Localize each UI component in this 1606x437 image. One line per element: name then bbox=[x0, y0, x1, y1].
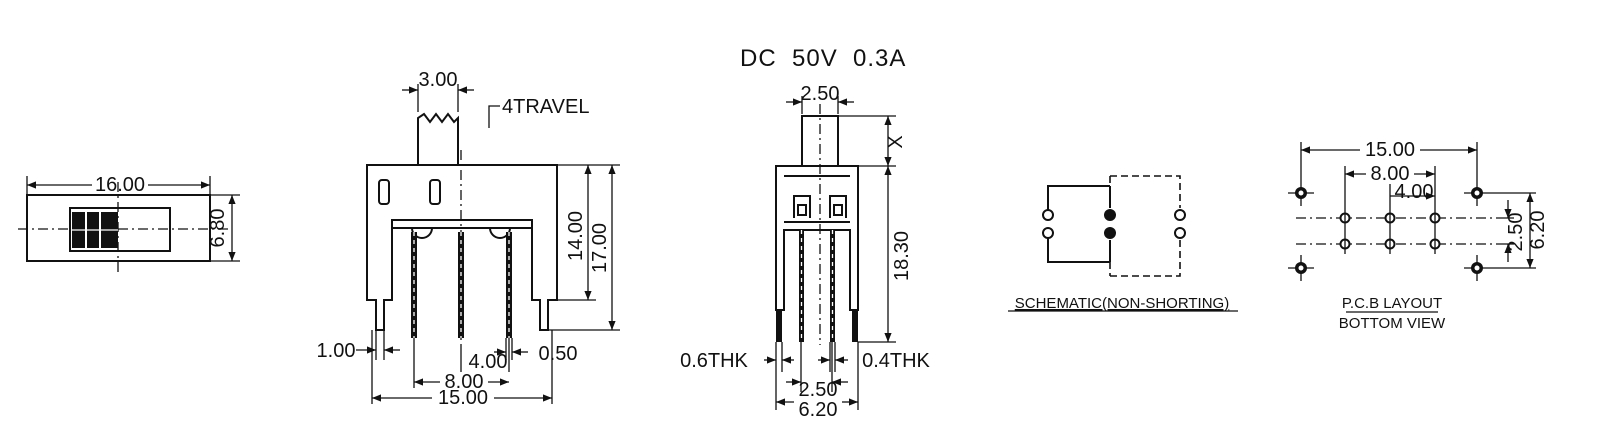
front-view-body bbox=[366, 164, 558, 331]
front-view-height-body: 14.00 bbox=[565, 211, 587, 261]
side-view-contact-window bbox=[797, 204, 807, 216]
top-view-length: 16.00 bbox=[95, 174, 145, 196]
front-view-pin bbox=[506, 232, 512, 338]
pcb-layout: 15.00 8.00 4.00 2.50 6.20 P.C.B LAYOUT B… bbox=[1288, 139, 1549, 332]
top-view: 16.00 6.80 bbox=[18, 174, 240, 275]
side-view-actuator-x: X bbox=[885, 135, 907, 148]
rating-label: DC 50V 0.3A bbox=[740, 45, 906, 72]
pcb-outer-pitch: 15.00 bbox=[1365, 139, 1415, 161]
side-view-contact bbox=[793, 195, 847, 218]
front-view-base-notch bbox=[411, 227, 511, 239]
side-view-actuator-width: 2.50 bbox=[801, 83, 840, 105]
front-view-travel: 4TRAVEL bbox=[502, 96, 589, 118]
pcb-mount-hole bbox=[1464, 255, 1490, 281]
schematic-terminal bbox=[1174, 227, 1186, 239]
side-view-pin-spacing: 2.50 bbox=[799, 379, 838, 401]
side-view-contact-window bbox=[833, 204, 843, 216]
pcb-mount-hole bbox=[1288, 180, 1314, 206]
front-view-lug-width: 1.00 bbox=[317, 340, 356, 362]
side-view-lug bbox=[776, 310, 782, 342]
front-view-actuator-width: 3.00 bbox=[419, 69, 458, 91]
pcb-sublabel: BOTTOM VIEW bbox=[1339, 315, 1446, 332]
top-view-body bbox=[26, 194, 211, 262]
pcb-mount-hole bbox=[1464, 180, 1490, 206]
front-view-actuator bbox=[417, 112, 459, 165]
side-view-pin-thickness: 0.4THK bbox=[862, 350, 930, 372]
front-view-slot bbox=[378, 179, 390, 205]
pcb-row-pitch: 2.50 bbox=[1505, 213, 1527, 252]
schematic-common-terminal bbox=[1104, 209, 1116, 221]
front-view-pitch-mid: 8.00 bbox=[445, 371, 484, 393]
side-view-lug-thickness: 0.6THK bbox=[680, 350, 748, 372]
front-view: 3.00 4TRAVEL 14.00 17.00 1.00 0.50 4.00 … bbox=[317, 69, 620, 409]
pcb-mount-hole bbox=[1288, 255, 1314, 281]
side-view-body bbox=[775, 165, 859, 311]
schematic-dashed-wire bbox=[1110, 175, 1181, 208]
pcb-mid-pitch: 8.00 bbox=[1371, 163, 1410, 185]
front-view-height-total: 17.00 bbox=[589, 223, 611, 273]
front-view-pitch-small: 4.00 bbox=[469, 351, 508, 373]
side-view-lug bbox=[852, 310, 858, 342]
top-view-width: 6.80 bbox=[207, 209, 229, 248]
schematic-common-terminal bbox=[1104, 227, 1116, 239]
side-view-height: 18.30 bbox=[891, 231, 913, 281]
schematic-dashed-wire bbox=[1110, 240, 1181, 277]
front-view-pitch-large: 15.00 bbox=[438, 387, 488, 409]
schematic-wire bbox=[1047, 185, 1110, 210]
schematic-terminal bbox=[1042, 209, 1054, 221]
pcb-label: P.C.B LAYOUT bbox=[1342, 295, 1442, 312]
front-view-pin bbox=[458, 232, 464, 338]
schematic-terminal bbox=[1174, 209, 1186, 221]
pcb-outer-row: 6.20 bbox=[1527, 211, 1549, 250]
front-view-pin-width: 0.50 bbox=[539, 343, 578, 365]
schematic-terminal bbox=[1042, 227, 1054, 239]
top-view-slot bbox=[69, 207, 171, 252]
front-view-slot bbox=[429, 179, 441, 205]
pcb-pin-pitch: 4.00 bbox=[1395, 181, 1434, 203]
side-view: 2.50 X 18.30 0.6THK 0.4THK 2.50 6.20 bbox=[680, 83, 930, 421]
side-view-body-width: 6.20 bbox=[799, 399, 838, 421]
schematic-label: SCHEMATIC(NON-SHORTING) bbox=[1015, 295, 1229, 312]
travel-leader bbox=[488, 105, 500, 128]
schematic-wire bbox=[1047, 238, 1110, 263]
schematic: SCHEMATIC(NON-SHORTING) bbox=[1008, 175, 1238, 312]
front-view-pin bbox=[411, 232, 417, 338]
